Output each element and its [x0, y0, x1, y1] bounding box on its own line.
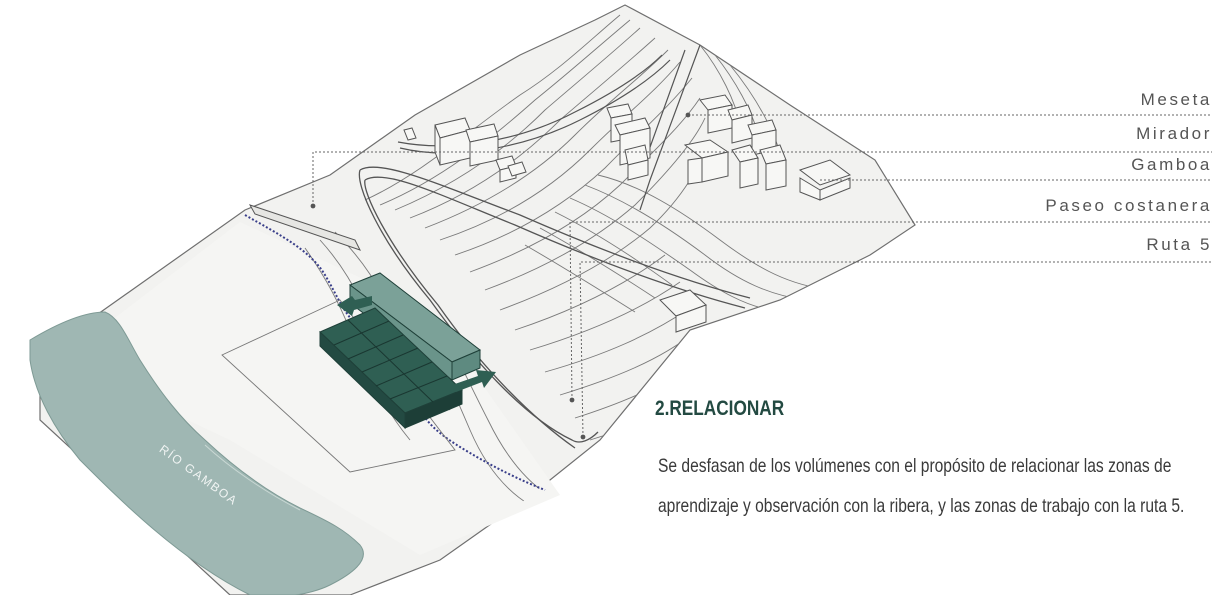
label-ruta-5: Ruta 5: [1146, 235, 1212, 254]
label-gamboa: Gamboa: [1131, 155, 1212, 174]
section-title: 2.RELACIONAR: [655, 397, 785, 420]
label-mirador: Mirador: [1136, 124, 1212, 143]
buildings: [403, 94, 852, 333]
label-meseta: Meseta: [1140, 90, 1212, 109]
arrow-to-ruta-5: [452, 370, 496, 392]
arrow-to-riverbank: [337, 296, 372, 316]
volume-grid-lines: [333, 319, 448, 403]
section-body-text: Se desfasan de los volúmenes con el prop…: [658, 455, 1185, 517]
leader-ruta: [579, 261, 1212, 438]
site-plot-outline: [221, 299, 456, 473]
leader-lines: [312, 114, 1212, 438]
proposed-volumes: [319, 272, 481, 430]
label-paseo-costanera: Paseo costanera: [1045, 196, 1212, 215]
gamboa-river: [29, 311, 364, 595]
leader-dots: [310, 112, 691, 440]
relation-arrows: [337, 296, 496, 392]
leader-mirador: [312, 151, 1212, 206]
paseo-costanera-wall: [248, 204, 361, 251]
